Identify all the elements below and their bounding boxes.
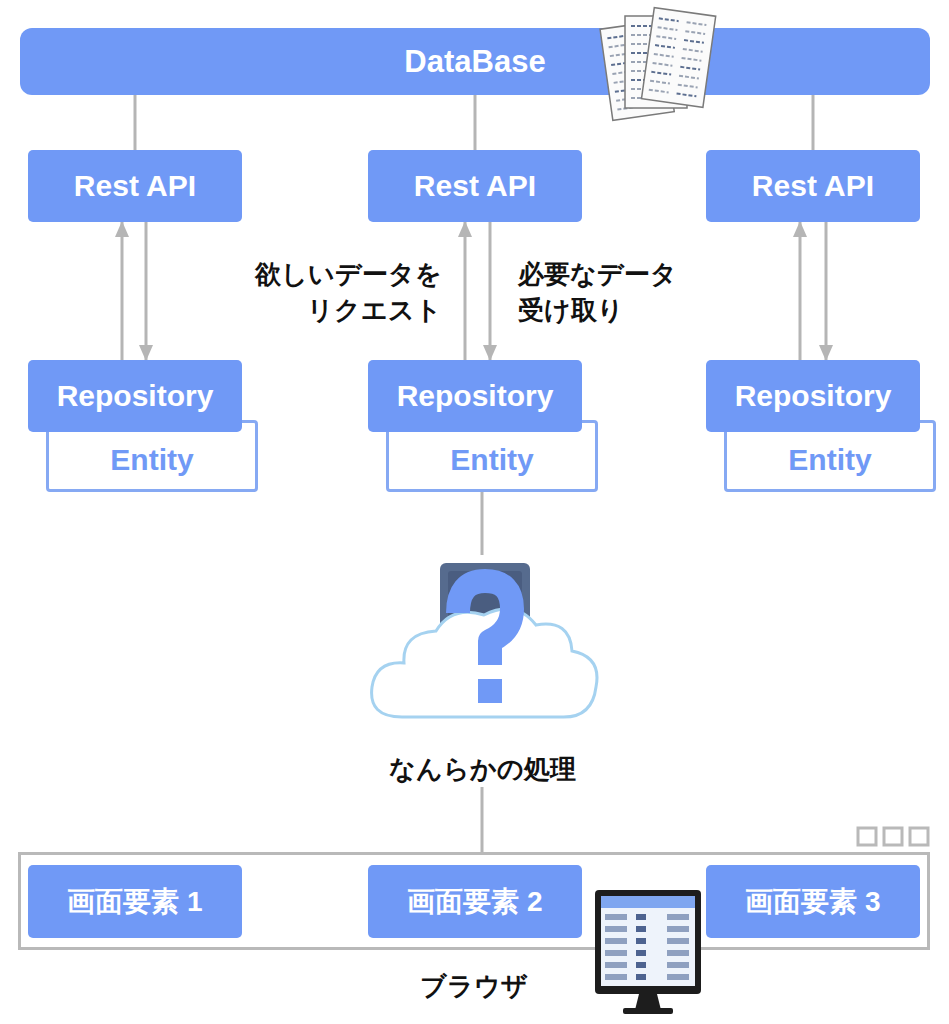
question-dot <box>478 679 502 703</box>
sheet-row <box>655 45 675 48</box>
connector-arrow <box>799 222 802 360</box>
window-button <box>884 828 902 845</box>
sheet-row <box>631 34 651 36</box>
connector-line <box>812 95 815 150</box>
sheet-row <box>659 18 679 21</box>
connector-arrow <box>489 222 492 360</box>
window-buttons <box>858 828 928 845</box>
api-box: Rest API <box>28 150 242 222</box>
screen-cell <box>636 914 646 920</box>
screen-cell <box>605 974 627 980</box>
box-label: 画面要素 2 <box>407 883 542 921</box>
box-label: Entity <box>450 443 533 477</box>
question-mark <box>458 581 512 665</box>
sheet-row <box>680 67 700 70</box>
monitor-header <box>601 896 695 908</box>
screen-cell <box>636 938 646 944</box>
screen-cell <box>636 926 646 932</box>
document-sheet <box>641 8 715 108</box>
repository-box: Repository <box>706 360 920 432</box>
process-cloud: なんらかの処理 <box>360 555 605 787</box>
sheet-row <box>683 49 703 52</box>
database-band: DataBase <box>20 28 930 95</box>
screen-cell <box>667 926 689 932</box>
sheet-row <box>654 54 674 57</box>
monitor-screen <box>601 896 695 986</box>
screen-cell <box>636 962 646 968</box>
screen-cell <box>667 914 689 920</box>
screen-element-box: 画面要素 3 <box>706 865 920 938</box>
sheet-row <box>685 31 705 34</box>
browser-window: 画面要素 1画面要素 2画面要素 3ブラウザ <box>18 852 930 950</box>
screen-cell <box>667 950 689 956</box>
connector-line <box>481 787 484 852</box>
sheet-row <box>656 36 676 39</box>
screen-cell <box>667 974 689 980</box>
screen-cell <box>667 962 689 968</box>
document-stack-illustration <box>595 2 725 134</box>
box-label: Rest API <box>414 169 536 203</box>
sheet-row <box>651 72 671 75</box>
repository-box: Repository <box>28 360 242 432</box>
window-button <box>858 828 876 845</box>
connector-line <box>481 492 484 555</box>
box-label: 画面要素 1 <box>67 883 202 921</box>
node-caption: なんらかの処理 <box>389 752 576 787</box>
sheet-row <box>631 25 651 27</box>
screen-cell <box>605 950 627 956</box>
box-label: Entity <box>788 443 871 477</box>
screen-cell <box>636 974 646 980</box>
repository-box: Repository <box>368 360 582 432</box>
cloud-illustration <box>360 555 605 730</box>
node-caption: ブラウザ <box>21 969 927 1004</box>
sheet-row <box>631 43 651 45</box>
connector-line <box>134 95 137 150</box>
sheet-row <box>679 76 699 79</box>
box-label: Rest API <box>74 169 196 203</box>
box-label: DataBase <box>404 44 545 80</box>
sheet-row <box>607 36 627 39</box>
screen-cell <box>667 938 689 944</box>
sheet-row <box>684 40 704 43</box>
screen-cell <box>605 926 627 932</box>
sheet-row <box>678 85 698 88</box>
screen-cell <box>636 950 646 956</box>
screen-element-box: 画面要素 1 <box>28 865 242 938</box>
window-button <box>910 828 928 845</box>
sheet-row <box>649 90 669 93</box>
connector-arrow <box>145 222 148 360</box>
box-label: 画面要素 3 <box>745 883 880 921</box>
box-label: Repository <box>57 379 214 413</box>
box-label: Rest API <box>752 169 874 203</box>
monitor-stand <box>635 994 661 1010</box>
sheet-row <box>682 58 702 61</box>
connector-arrow <box>121 222 124 360</box>
monitor-illustration <box>595 890 703 1018</box>
screen-cell <box>605 938 627 944</box>
box-label: Repository <box>735 379 892 413</box>
screen-element-box: 画面要素 2 <box>368 865 582 938</box>
screen-cell <box>605 914 627 920</box>
box-label: Repository <box>397 379 554 413</box>
sheet-row <box>687 22 707 25</box>
sheet-outline <box>641 8 715 108</box>
sheet-row <box>677 94 697 97</box>
api-box: Rest API <box>706 150 920 222</box>
screen-cell <box>605 962 627 968</box>
connector-arrow <box>825 222 828 360</box>
connector-arrow <box>464 222 467 360</box>
sheet-row <box>653 63 673 66</box>
api-box: Rest API <box>368 150 582 222</box>
monitor-base <box>623 1008 673 1014</box>
edge-label: 欲しいデータを リクエスト <box>222 256 442 329</box>
sheet-row <box>650 81 670 84</box>
connector-line <box>474 95 477 150</box>
box-label: Entity <box>110 443 193 477</box>
sheet-row <box>658 27 678 30</box>
edge-label: 必要なデータ 受け取り <box>518 256 738 329</box>
monitor-frame <box>595 890 701 994</box>
